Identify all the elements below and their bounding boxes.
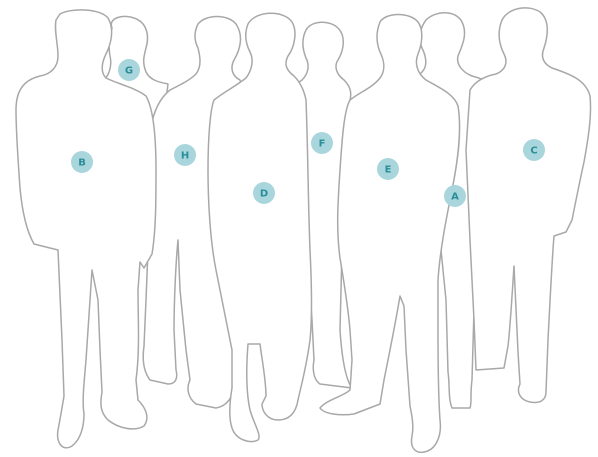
marker-label-f: F xyxy=(319,139,326,150)
label-marker-g[interactable]: G xyxy=(118,59,140,81)
marker-label-g: G xyxy=(125,66,133,77)
marker-label-b: B xyxy=(78,158,86,169)
label-marker-h[interactable]: H xyxy=(174,144,196,166)
label-marker-b[interactable]: B xyxy=(71,151,93,173)
marker-label-h: H xyxy=(181,151,189,162)
label-marker-f[interactable]: F xyxy=(311,132,333,154)
marker-label-d: D xyxy=(260,189,268,200)
marker-label-a: A xyxy=(451,192,459,203)
label-marker-d[interactable]: D xyxy=(253,182,275,204)
label-marker-a[interactable]: A xyxy=(444,185,466,207)
marker-label-c: C xyxy=(530,146,537,157)
label-marker-e[interactable]: E xyxy=(377,158,399,180)
silhouette-c xyxy=(466,8,591,403)
label-marker-c[interactable]: C xyxy=(523,139,545,161)
marker-label-e: E xyxy=(385,165,392,176)
